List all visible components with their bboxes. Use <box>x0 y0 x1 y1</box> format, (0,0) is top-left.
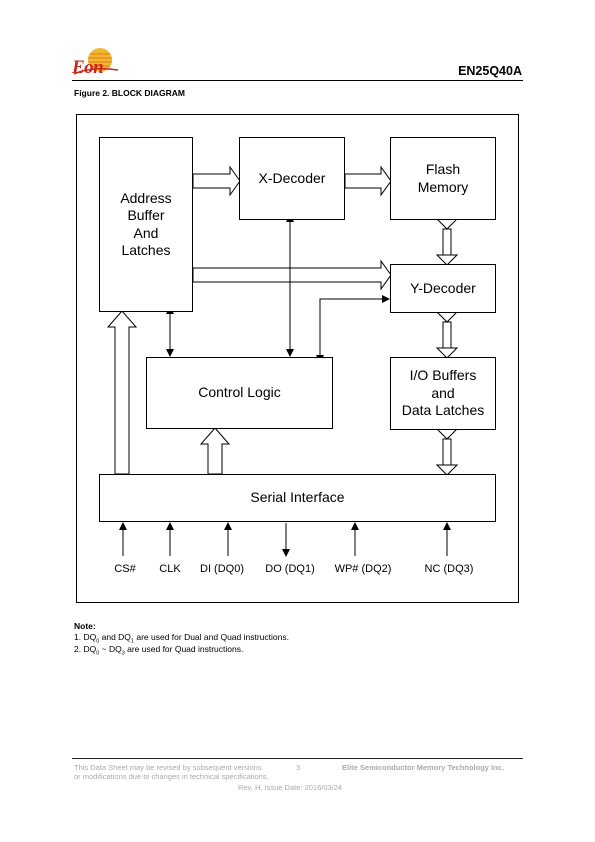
control-ydec-link <box>316 295 390 363</box>
header-divider <box>72 80 523 81</box>
pin-label-clk: CLK <box>159 563 181 575</box>
figure-caption: Figure 2. BLOCK DIAGRAM <box>74 88 185 98</box>
serial-interface-block: Serial Interface <box>99 474 496 522</box>
pin-label-di: DI (DQ0) <box>200 563 244 575</box>
footer-company: Elite Semiconductor Memory Technology In… <box>342 763 504 772</box>
logo-text: Eon <box>72 57 104 78</box>
address-buffer-block: Address Buffer And Latches <box>99 137 193 312</box>
diagram-frame <box>76 114 519 603</box>
x-decoder-block: X-Decoder <box>239 137 345 220</box>
ydec-io-double-arrow <box>435 311 459 359</box>
addr-to-ydec-arrow <box>192 259 392 291</box>
io-serial-double-arrow <box>435 428 459 476</box>
page-number: 3 <box>296 763 301 772</box>
pin-label-do: DO (DQ1) <box>265 563 315 575</box>
footer-revision: Rev. H, Issue Date: 2016/03/24 <box>238 783 343 792</box>
serial-to-address-arrow <box>106 310 138 475</box>
flash-ydec-double-arrow <box>435 218 459 266</box>
addr-to-xdec-arrow <box>192 165 241 197</box>
pin-label-nc: NC (DQ3) <box>424 563 474 575</box>
footer-disclaimer-1: This Data Sheet may be revised by subseq… <box>74 763 262 772</box>
y-decoder-block: Y-Decoder <box>390 264 496 313</box>
xdec-to-flash-arrow <box>344 165 392 197</box>
logo-sun-icon <box>73 48 119 75</box>
note-line-1: 1. DQ0 and DQ1 are used for Dual and Qua… <box>74 632 289 645</box>
pin-label-cs: CS# <box>114 563 136 575</box>
control-logic-block: Control Logic <box>146 357 333 429</box>
serial-to-control-arrow <box>199 427 231 475</box>
footer-divider <box>72 758 523 759</box>
note-title: Note: <box>74 621 96 631</box>
flash-memory-block: Flash Memory <box>390 137 496 220</box>
company-logo: Eon <box>70 46 122 78</box>
footer-disclaimer-2: or modifications due to changes in techn… <box>74 772 269 781</box>
pin-label-wp: WP# (DQ2) <box>334 563 392 575</box>
note-line-2: 2. DQ0 ~ DQ3 are used for Quad instructi… <box>74 644 244 657</box>
io-buffers-block: I/O Buffers and Data Latches <box>390 357 496 430</box>
document-id: EN25Q40A <box>458 64 522 78</box>
